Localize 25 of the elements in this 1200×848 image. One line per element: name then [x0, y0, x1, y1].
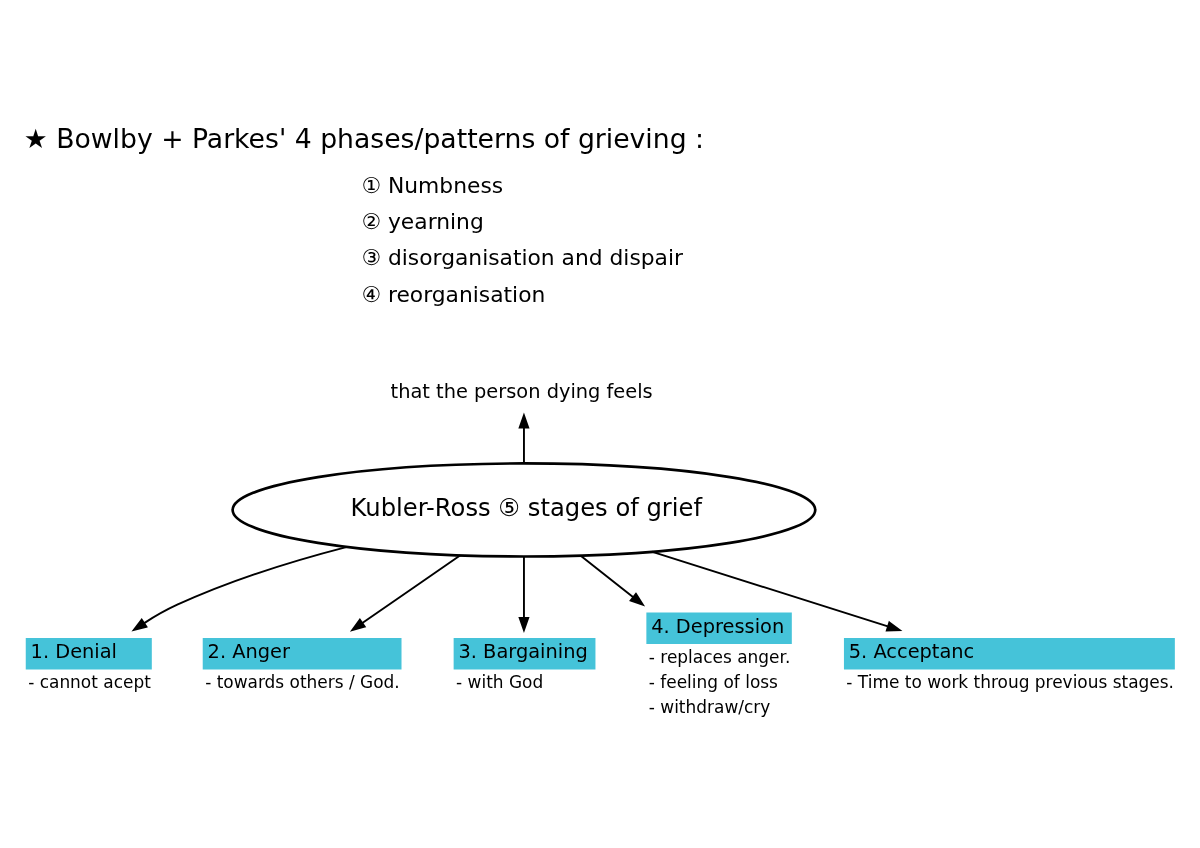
arrow: [518, 554, 530, 633]
arrow: [349, 553, 462, 632]
label: ④ reorganisation: [361, 281, 546, 307]
node-label: - feeling of loss: [648, 671, 778, 692]
node-text: that the person dying feels: [390, 379, 653, 403]
label: ① Numbness: [361, 172, 504, 198]
node-label: - towards others / God.: [205, 671, 400, 692]
diagram-title: ★ Bowlby + Parkes' 4 phases/patterns of grieving :: [23, 122, 705, 154]
node-label: - cannot acept: [28, 671, 151, 692]
node-label: - Time to work throug previous stages.: [846, 671, 1174, 692]
node-box: 4. Depression: [646, 612, 792, 644]
node-label: - withdraw/cry: [648, 696, 771, 717]
node-ellipse: Kubler-Ross ⑤ stages of grief: [231, 461, 817, 558]
node-box: 1. Denial: [25, 637, 152, 670]
node-label: - with God: [456, 671, 544, 692]
node-box: 3. Bargaining: [453, 637, 596, 670]
arrow: [650, 550, 903, 632]
arrow: [579, 554, 646, 606]
arrow: [131, 545, 349, 632]
label: ② yearning: [361, 208, 484, 234]
node-box: 2. Anger: [202, 637, 402, 670]
node-box: 5. Acceptanc: [843, 637, 1175, 670]
arrow: [518, 412, 530, 464]
label: ③ disorganisation and dispair: [361, 244, 683, 270]
node-label: - replaces anger.: [648, 646, 791, 667]
